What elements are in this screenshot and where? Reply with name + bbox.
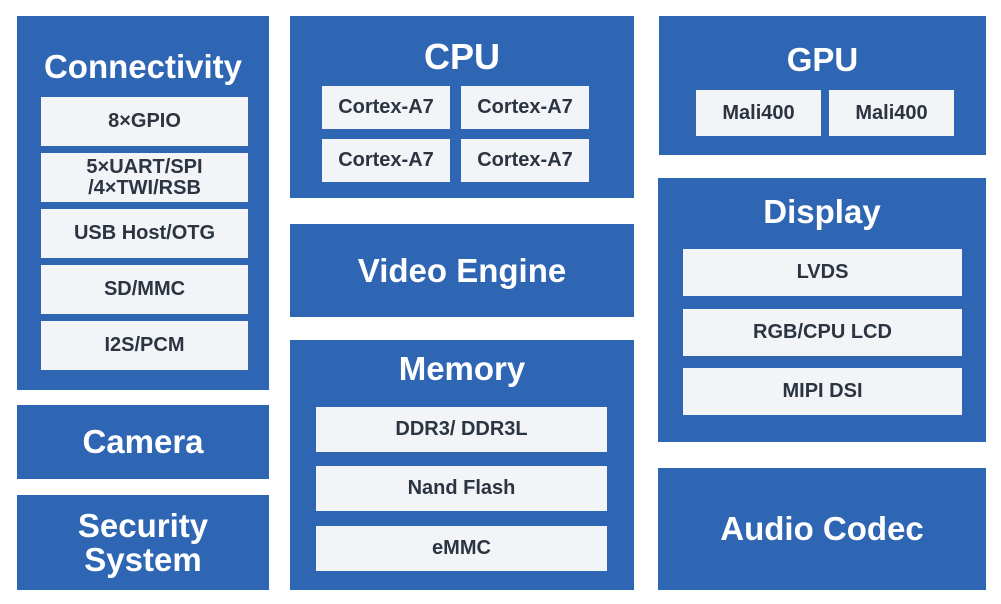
display-item-label: LVDS — [796, 261, 849, 283]
cpu-core-label: Cortex-A7 — [338, 96, 434, 118]
audio-codec-title: Audio Codec — [720, 510, 924, 547]
gpu-block: GPU Mali400 Mali400 — [659, 16, 986, 155]
display-item-lvds: LVDS — [683, 249, 962, 296]
display-block: Display LVDS RGB/CPU LCD MIPI DSI — [658, 178, 986, 442]
cpu-block: CPU Cortex-A7 Cortex-A7 Cortex-A7 Cortex… — [290, 16, 634, 198]
memory-item-label: eMMC — [432, 537, 491, 559]
connectivity-item-usb: USB Host/OTG — [41, 209, 248, 258]
connectivity-item-label: SD/MMC — [103, 278, 186, 300]
gpu-core-2: Mali400 — [829, 90, 954, 136]
camera-block: Camera — [17, 405, 269, 479]
gpu-core-label: Mali400 — [722, 101, 795, 124]
cpu-core-label: Cortex-A7 — [338, 149, 434, 171]
audio-codec-block: Audio Codec — [658, 468, 986, 590]
camera-title: Camera — [82, 423, 204, 460]
memory-block: Memory DDR3/ DDR3L Nand Flash eMMC — [290, 340, 634, 590]
cpu-title: CPU — [423, 36, 500, 77]
display-item-rgb-cpu-lcd: RGB/CPU LCD — [683, 309, 962, 356]
connectivity-item-i2s: I2S/PCM — [41, 321, 248, 370]
cpu-core-1: Cortex-A7 — [322, 86, 450, 129]
memory-item-emmc: eMMC — [316, 526, 607, 571]
connectivity-item-label: I2S/PCM — [104, 334, 185, 356]
cpu-core-3: Cortex-A7 — [322, 139, 450, 182]
security-system-block: Security System — [17, 495, 269, 590]
security-system-title: Security System — [77, 506, 209, 578]
memory-item-nand-flash: Nand Flash — [316, 466, 607, 511]
video-engine-title: Video Engine — [357, 251, 567, 289]
display-item-label: RGB/CPU LCD — [753, 321, 892, 343]
connectivity-item-uart-spi: 5×UART/SPI /4×TWI/RSB — [41, 153, 248, 202]
cpu-core-4: Cortex-A7 — [461, 139, 589, 182]
memory-title: Memory — [398, 350, 526, 387]
gpu-core-1: Mali400 — [696, 90, 821, 136]
connectivity-item-sdmmc: SD/MMC — [41, 265, 248, 314]
memory-item-label: DDR3/ DDR3L — [395, 418, 528, 440]
gpu-title: GPU — [786, 41, 859, 78]
connectivity-title: Connectivity — [43, 48, 243, 85]
connectivity-item-gpio: 8×GPIO — [41, 97, 248, 146]
cpu-core-label: Cortex-A7 — [477, 149, 573, 171]
video-engine-block: Video Engine — [290, 224, 634, 317]
display-item-label: MIPI DSI — [782, 380, 863, 402]
cpu-core-label: Cortex-A7 — [477, 96, 573, 118]
connectivity-item-label: 8×GPIO — [108, 110, 181, 132]
memory-item-ddr3: DDR3/ DDR3L — [316, 407, 607, 452]
memory-item-label: Nand Flash — [407, 477, 516, 499]
cpu-core-2: Cortex-A7 — [461, 86, 589, 129]
connectivity-item-label: USB Host/OTG — [73, 222, 216, 244]
connectivity-item-label: 5×UART/SPI /4×TWI/RSB — [86, 155, 203, 199]
display-title: Display — [763, 193, 881, 230]
display-item-mipi-dsi: MIPI DSI — [683, 368, 962, 415]
gpu-core-label: Mali400 — [855, 101, 928, 124]
connectivity-block: Connectivity 8×GPIO 5×UART/SPI /4×TWI/RS… — [17, 16, 269, 390]
